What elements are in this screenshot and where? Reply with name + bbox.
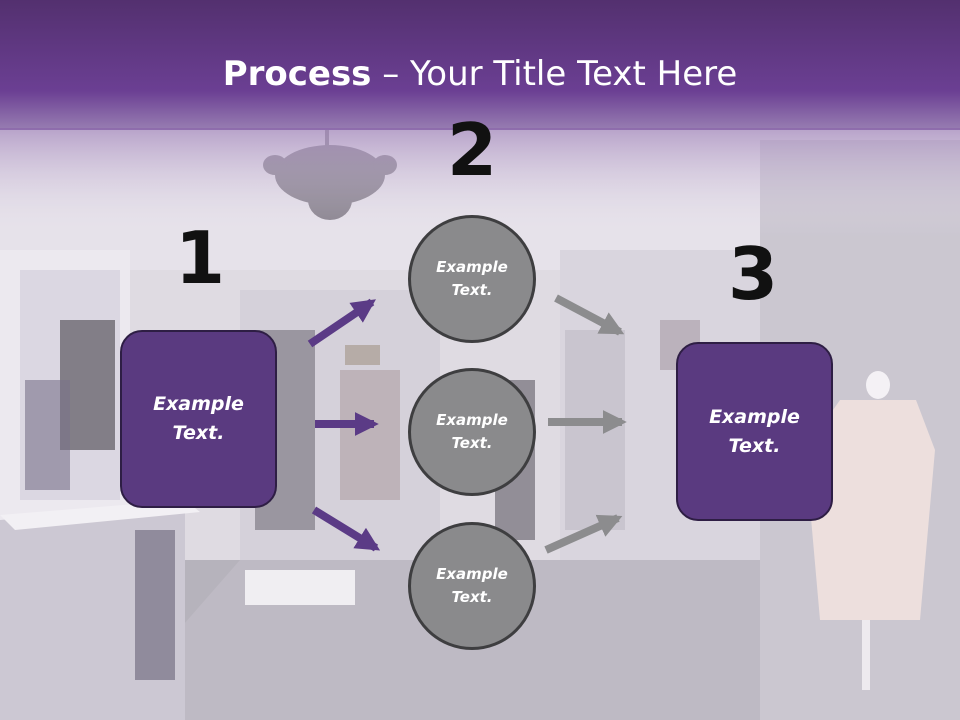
- step-1-text-line1: Example: [153, 393, 244, 415]
- circle-bottom-line2: Text.: [451, 588, 493, 606]
- circle-middle-line1: Example: [436, 411, 508, 429]
- step-number-1: 1: [174, 216, 226, 300]
- slide-title: Process – Your Title Text Here: [0, 52, 960, 96]
- step-number-3: 3: [727, 232, 779, 316]
- step-1-text-line2: Text.: [172, 422, 225, 444]
- arrow-left-to-bottom: [311, 506, 381, 552]
- title-bold: Process: [222, 54, 372, 94]
- circle-top-line1: Example: [436, 258, 508, 276]
- arrow-top-to-right: [554, 294, 625, 336]
- step-3-text-line1: Example: [709, 405, 800, 428]
- title-rest: – Your Title Text Here: [371, 54, 738, 94]
- circle-top-line2: Text.: [451, 281, 493, 299]
- arrow-left-to-top: [307, 298, 376, 348]
- circle-bottom-line1: Example: [436, 565, 508, 583]
- circle-middle-line2: Text.: [451, 434, 493, 452]
- step-3-text-line2: Text.: [728, 434, 781, 457]
- arrow-bottom-to-right: [544, 514, 623, 554]
- step-number-2: 2: [446, 108, 498, 192]
